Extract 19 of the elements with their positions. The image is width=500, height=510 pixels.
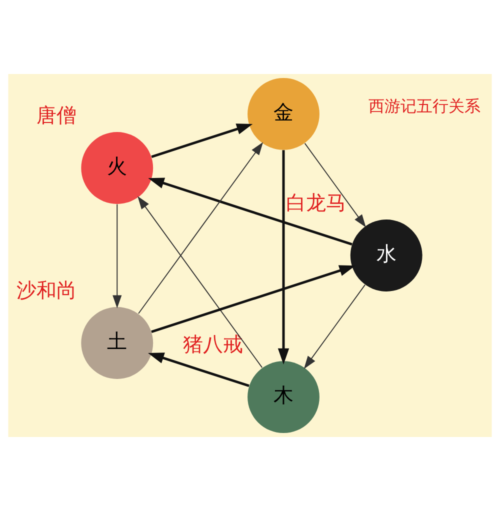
- arrow: [112, 203, 122, 308]
- node-circle: 土: [81, 306, 154, 378]
- arrow: [148, 352, 250, 387]
- arrow: [304, 142, 366, 227]
- arrow: [304, 284, 366, 368]
- node-label: 白龙马: [286, 190, 346, 214]
- node-circle: 金: [248, 78, 320, 150]
- arrow: [138, 196, 263, 368]
- node-circle: 木: [248, 360, 320, 432]
- label: 西游记五行关系: [368, 96, 480, 115]
- node-label: 猪八戒: [183, 332, 244, 356]
- node-label: 唐僧: [36, 102, 77, 127]
- node-label: 沙和尚: [16, 278, 77, 302]
- arrow: [151, 264, 356, 332]
- arrow: [278, 150, 290, 364]
- arrow: [138, 142, 264, 314]
- node-circle: 火: [81, 132, 154, 204]
- node-circle: 水: [350, 219, 422, 291]
- arrow: [151, 123, 253, 158]
